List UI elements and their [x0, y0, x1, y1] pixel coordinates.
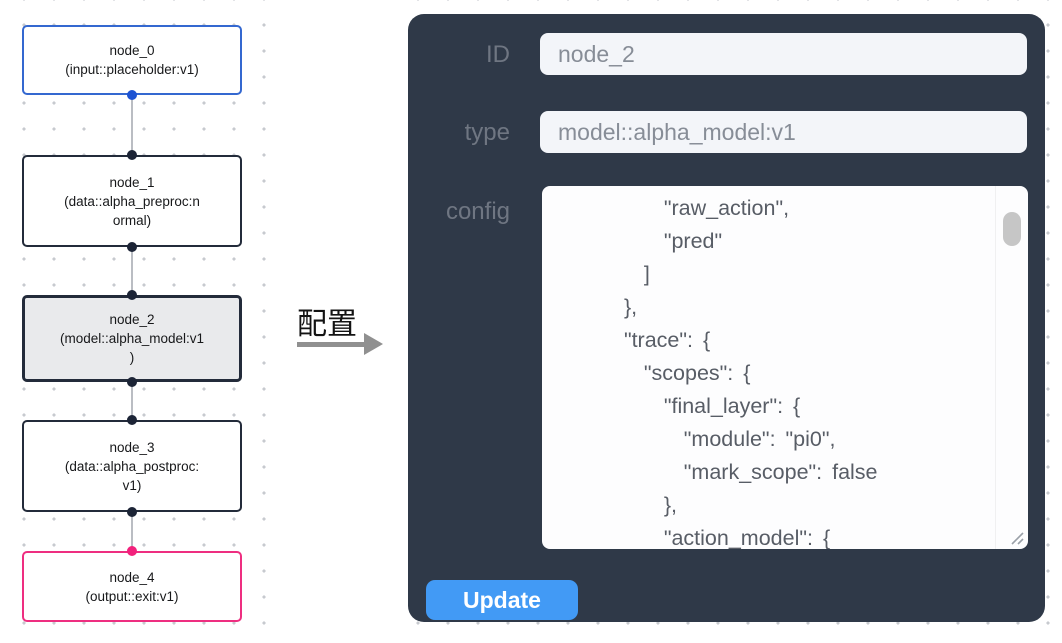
- flow-node-node_1[interactable]: node_1 (data::alpha_preproc:n ormal): [22, 155, 242, 247]
- right-arrow-head-icon: [364, 333, 383, 355]
- port-out-node_1[interactable]: [127, 242, 137, 252]
- type-field-label: type: [464, 119, 510, 146]
- node-title: node_2: [109, 312, 155, 327]
- config-scrollbar-thumb[interactable]: [1003, 212, 1021, 246]
- port-out-node_0[interactable]: [127, 90, 137, 100]
- update-button[interactable]: Update: [426, 580, 578, 620]
- flow-node-node_2-selected[interactable]: node_2 (model::alpha_model:v1 ): [22, 295, 242, 382]
- id-field-label: ID: [486, 41, 510, 68]
- config-scrollbar-track[interactable]: [995, 186, 1028, 549]
- id-input[interactable]: [540, 33, 1027, 75]
- port-in-node_4[interactable]: [127, 546, 137, 556]
- node-type-label: (data::alpha_postproc: v1): [64, 458, 200, 493]
- flow-node-node_4[interactable]: node_4 (output::exit:v1): [22, 551, 242, 622]
- config-json-text: "raw_action", "pred" ] }, "trace": { "sc…: [623, 196, 878, 549]
- configure-label: 配置: [297, 308, 357, 341]
- node-title: node_1: [109, 174, 155, 190]
- port-in-node_1[interactable]: [127, 150, 137, 160]
- port-out-node_2[interactable]: [127, 377, 137, 387]
- port-in-node_3[interactable]: [127, 415, 137, 425]
- port-out-node_3[interactable]: [127, 507, 137, 517]
- right-arrow-icon: [297, 342, 365, 347]
- node-title: node_3: [109, 439, 155, 455]
- node-type-label: (output::exit:v1): [85, 588, 179, 604]
- node-type-label: (input::placeholder:v1): [65, 62, 199, 77]
- flow-node-node_3[interactable]: node_3 (data::alpha_postproc: v1): [22, 420, 242, 512]
- node-title: node_0: [109, 43, 155, 58]
- config-textarea[interactable]: "raw_action", "pred" ] }, "trace": { "sc…: [542, 186, 1028, 549]
- port-in-node_2[interactable]: [127, 290, 137, 300]
- node-type-label: (model::alpha_model:v1 ): [59, 331, 205, 365]
- type-input[interactable]: [540, 111, 1027, 153]
- node-title: node_4: [109, 569, 155, 585]
- node-config-panel: ID type config "raw_action", "pred" ] },…: [408, 14, 1045, 622]
- config-field-label: config: [445, 198, 510, 225]
- flow-node-node_0[interactable]: node_0 (input::placeholder:v1): [22, 25, 242, 95]
- node-type-label: (data::alpha_preproc:n ormal): [64, 193, 200, 228]
- resize-handle-icon[interactable]: [1008, 529, 1024, 545]
